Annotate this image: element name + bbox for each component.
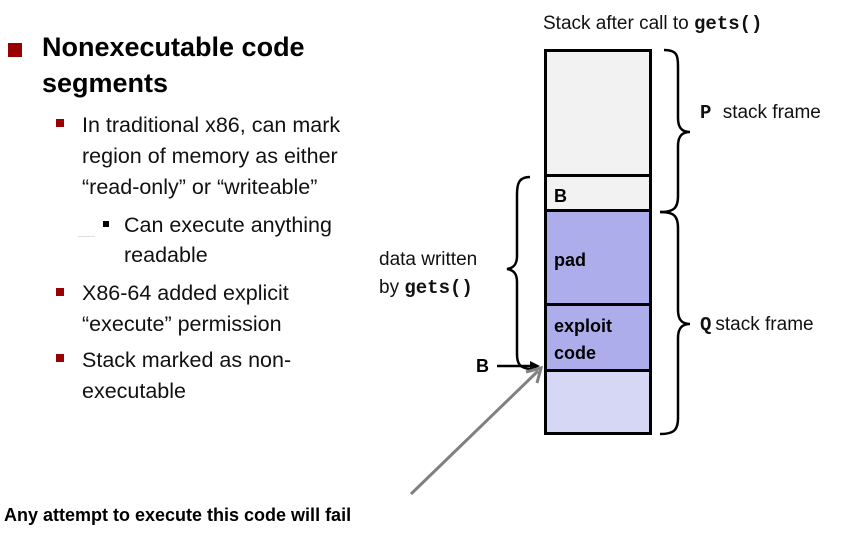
stack-cell-pad-label: pad bbox=[554, 250, 587, 270]
b-pointer-arrowhead bbox=[530, 361, 540, 371]
p-frame-code: P bbox=[700, 102, 712, 124]
stack-cell-exploit-label-line1: exploit bbox=[554, 316, 613, 336]
stack-cell-return-address-label: B bbox=[554, 186, 567, 206]
main-bullet-title-line2: segments bbox=[42, 68, 169, 98]
stack-cell-bottom bbox=[544, 369, 652, 435]
stack-heading: Stack after call to gets() bbox=[543, 12, 762, 36]
data-written-prefix: by bbox=[379, 277, 405, 298]
gray-pointer-arrow bbox=[409, 369, 540, 496]
q-frame-code: Q bbox=[700, 314, 712, 336]
sub-sub-bullet-line1: Can execute anything bbox=[124, 213, 332, 237]
sub-bullet-3-line2: executable bbox=[82, 379, 186, 403]
sub-bullet-marker bbox=[56, 119, 64, 127]
faint-divider bbox=[78, 236, 95, 237]
stack-heading-code: gets() bbox=[694, 13, 763, 35]
data-written-brace bbox=[506, 175, 531, 371]
data-written-label-line2: by gets() bbox=[379, 276, 473, 300]
sub-bullet-1-line3: “read-only” or “writeable” bbox=[82, 175, 318, 199]
sub-bullet-2-line1: X86-64 added explicit bbox=[82, 281, 289, 305]
sub-bullet-marker bbox=[56, 354, 64, 362]
sub-sub-bullet-line2: readable bbox=[124, 243, 208, 267]
main-bullet-marker bbox=[8, 43, 22, 57]
b-pointer-label: B bbox=[476, 356, 489, 376]
sub-bullet-marker bbox=[56, 288, 64, 296]
sub-bullet-2-line2: “execute” permission bbox=[82, 312, 282, 336]
stack-cell-exploit-label-line2: code bbox=[554, 343, 597, 363]
data-written-label-line1: data written bbox=[379, 249, 478, 270]
footer-note: Any attempt to execute this code will fa… bbox=[4, 505, 352, 525]
data-written-code: gets() bbox=[404, 277, 473, 299]
sub-bullet-1-line1: In traditional x86, can mark bbox=[82, 113, 341, 137]
sub-bullet-3-line1: Stack marked as non- bbox=[82, 348, 292, 372]
q-frame-brace bbox=[659, 210, 691, 436]
p-frame-text: stack frame bbox=[722, 102, 821, 123]
p-frame-label: P stack frame bbox=[700, 101, 821, 125]
main-bullet-title-line1: Nonexecutable code bbox=[42, 32, 305, 62]
stack-heading-text: Stack after call to bbox=[543, 13, 695, 34]
sub-bullet-1-line2: region of memory as either bbox=[82, 144, 338, 168]
sub-sub-bullet-marker bbox=[103, 221, 109, 227]
gray-pointer-arrowhead bbox=[525, 365, 544, 384]
q-frame-text: stack frame bbox=[715, 314, 814, 335]
p-frame-brace bbox=[659, 48, 691, 214]
stack-cell-exploit-code: exploit code bbox=[544, 303, 652, 372]
